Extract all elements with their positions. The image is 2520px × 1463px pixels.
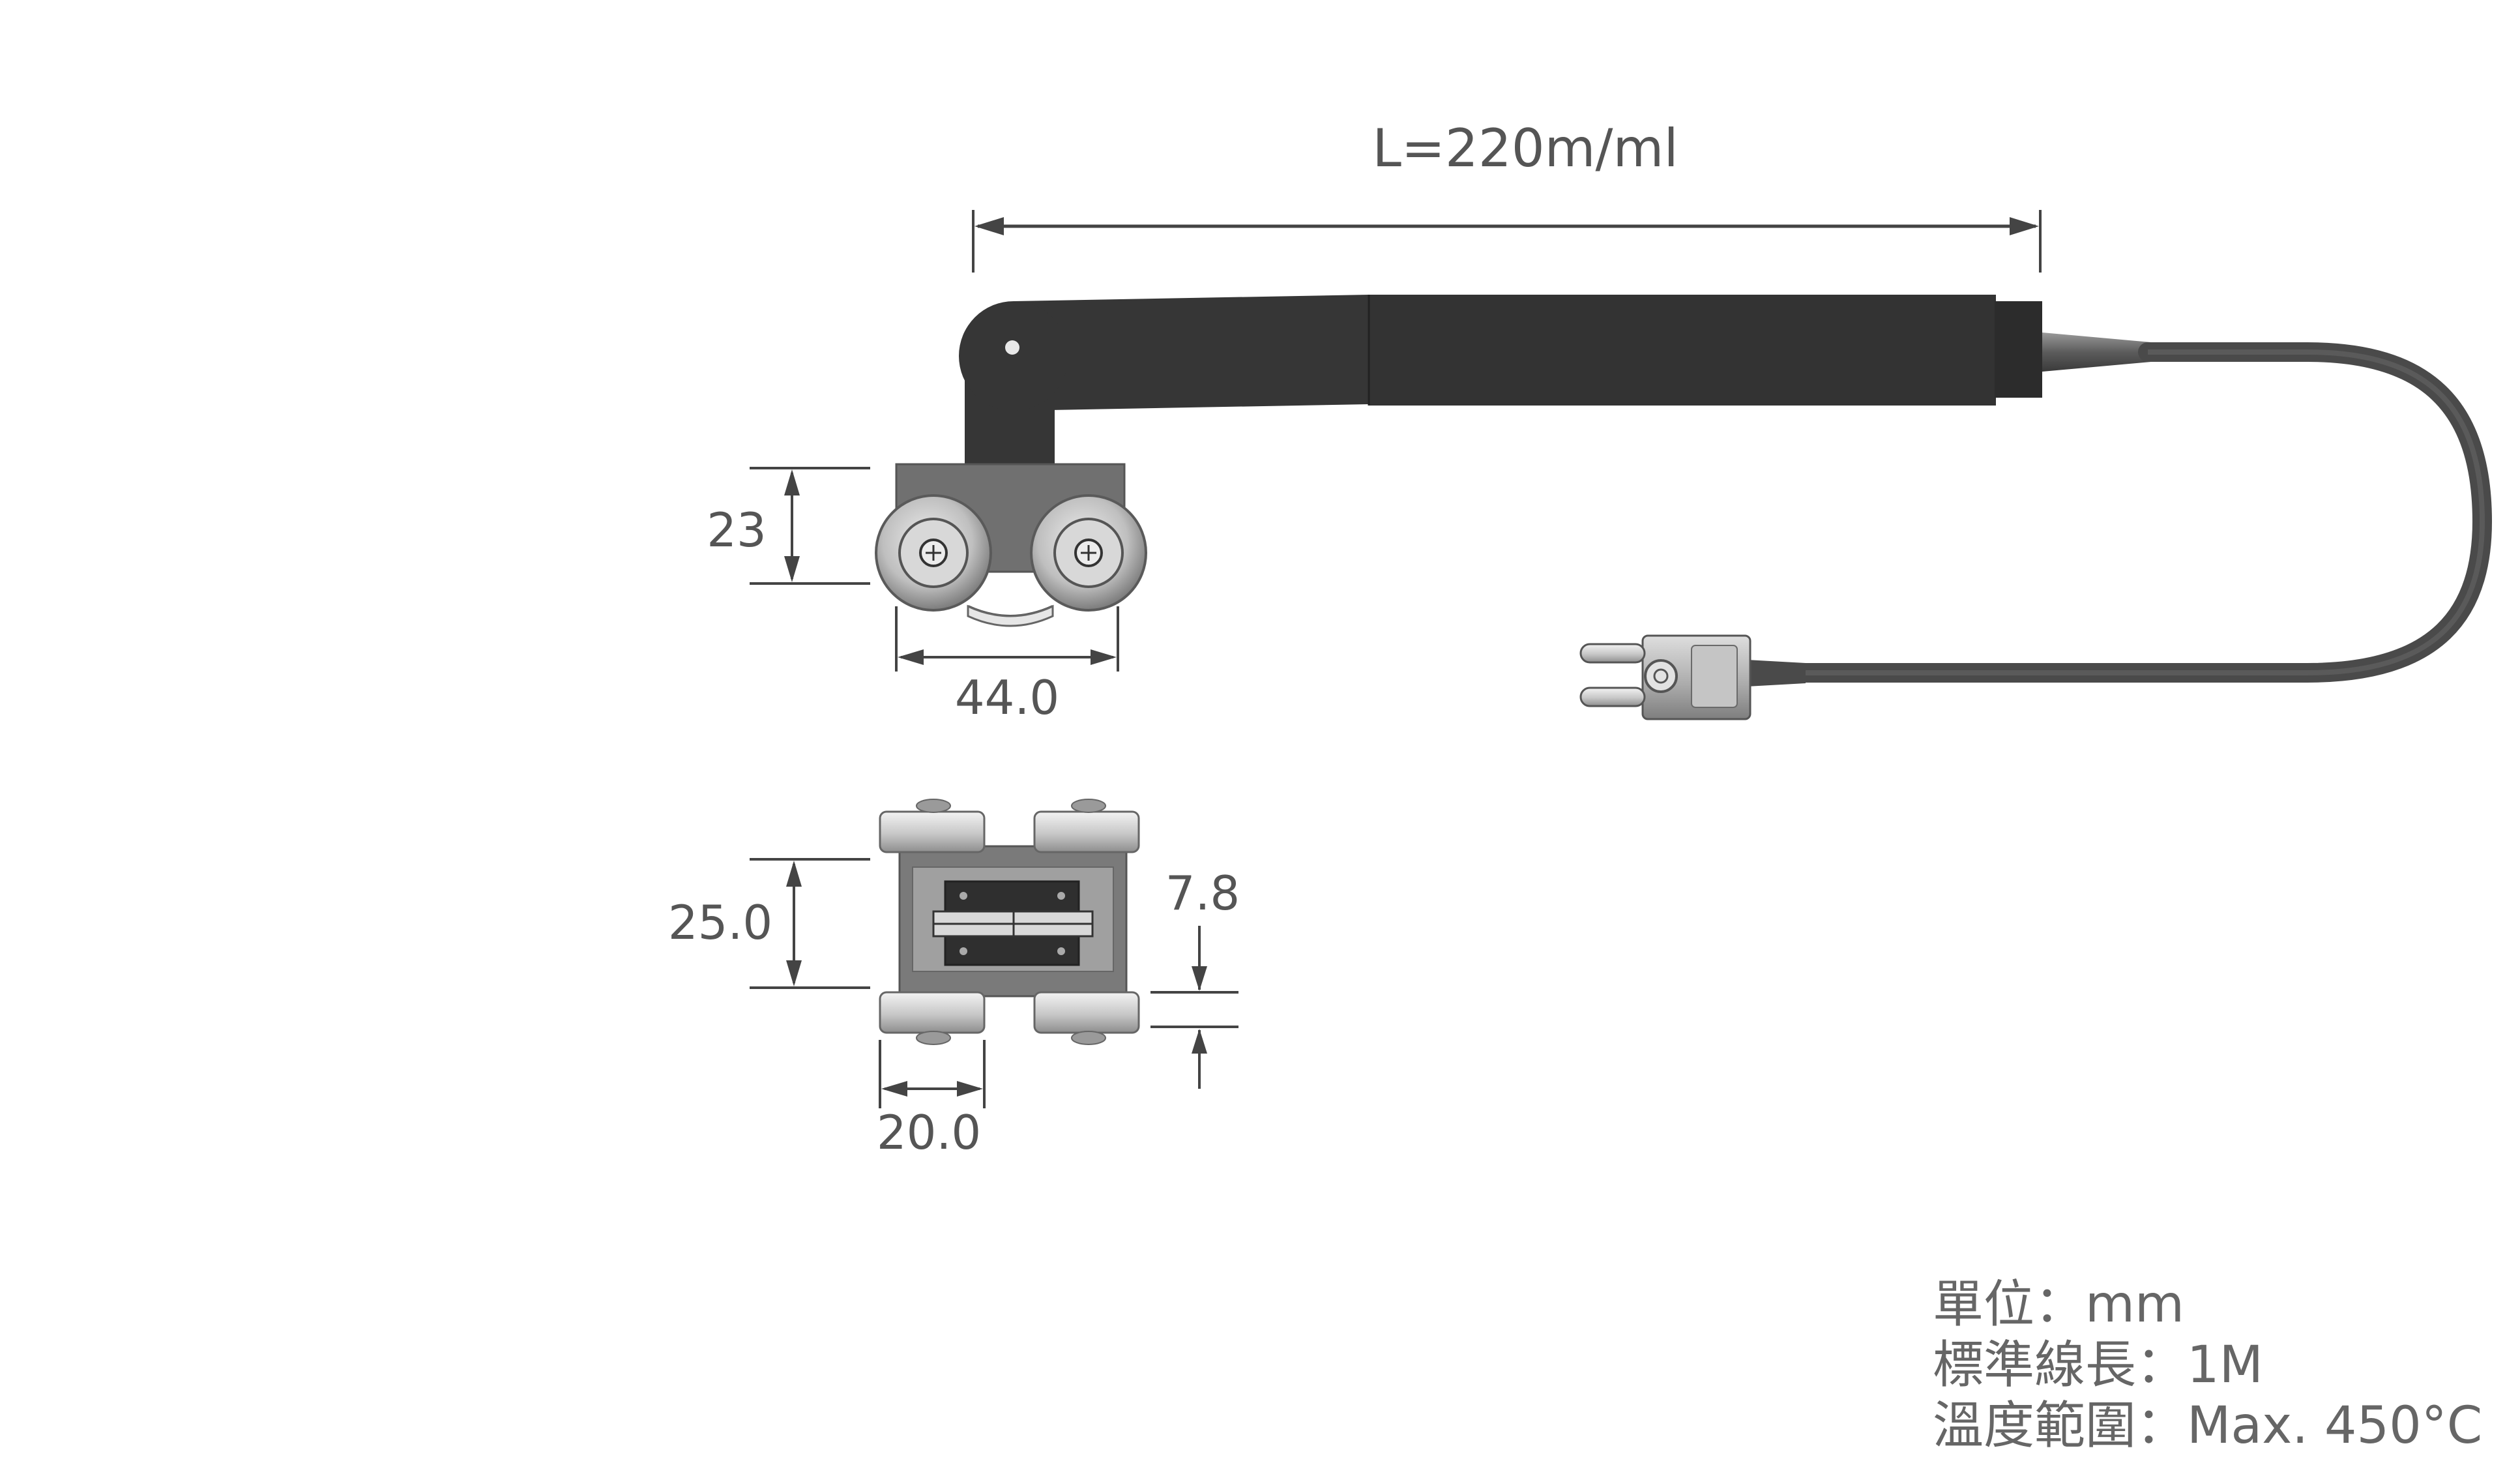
- spec-unit-label: 單位: [1933, 1275, 2035, 1334]
- thermocouple-plug: [1579, 634, 1806, 720]
- spec-cable: 標準線長：1M: [1933, 1335, 2482, 1396]
- head-height-dimension: 23: [707, 467, 870, 585]
- spec-separator: ：: [2136, 1396, 2188, 1455]
- spec-cable-value: 1M: [2187, 1336, 2263, 1395]
- gap-dimension: 7.8: [1150, 866, 1240, 1089]
- bottom-width-label: 25.0: [668, 895, 772, 950]
- length-label: L=220m/ml: [1372, 118, 1678, 179]
- gap-label: 7.8: [1165, 866, 1240, 921]
- bottom-width-dimension: 25.0: [668, 858, 870, 989]
- spec-unit: 單位：mm: [1933, 1275, 2482, 1335]
- spec-temp-value: Max. 450°C: [2187, 1396, 2483, 1455]
- wheel-width-dimension: 20.0: [877, 1040, 986, 1160]
- spec-cable-label: 標準線長: [1933, 1336, 2137, 1395]
- wheel-span-dimension: 44.0: [895, 606, 1119, 725]
- length-dimension: L=220m/ml: [972, 118, 2042, 273]
- wheel-span-label: 44.0: [955, 670, 1059, 725]
- spec-separator: ：: [2034, 1275, 2086, 1334]
- wheel-width-label: 20.0: [877, 1105, 981, 1160]
- probe-handle: [959, 295, 2151, 473]
- spec-temp-label: 溫度範圍: [1933, 1396, 2137, 1455]
- spec-temp: 溫度範圍：Max. 450°C: [1933, 1396, 2482, 1456]
- probe-head-side: [875, 463, 1147, 627]
- pivot-screw-icon: [1005, 340, 1019, 355]
- head-height-label: 23: [707, 503, 767, 557]
- spec-separator: ：: [2136, 1336, 2188, 1395]
- probe-head-bottom: [879, 799, 1140, 1045]
- spec-list: 單位：mm 標準線長：1M 溫度範圍：Max. 450°C: [1933, 1275, 2482, 1456]
- spec-unit-value: mm: [2085, 1275, 2184, 1334]
